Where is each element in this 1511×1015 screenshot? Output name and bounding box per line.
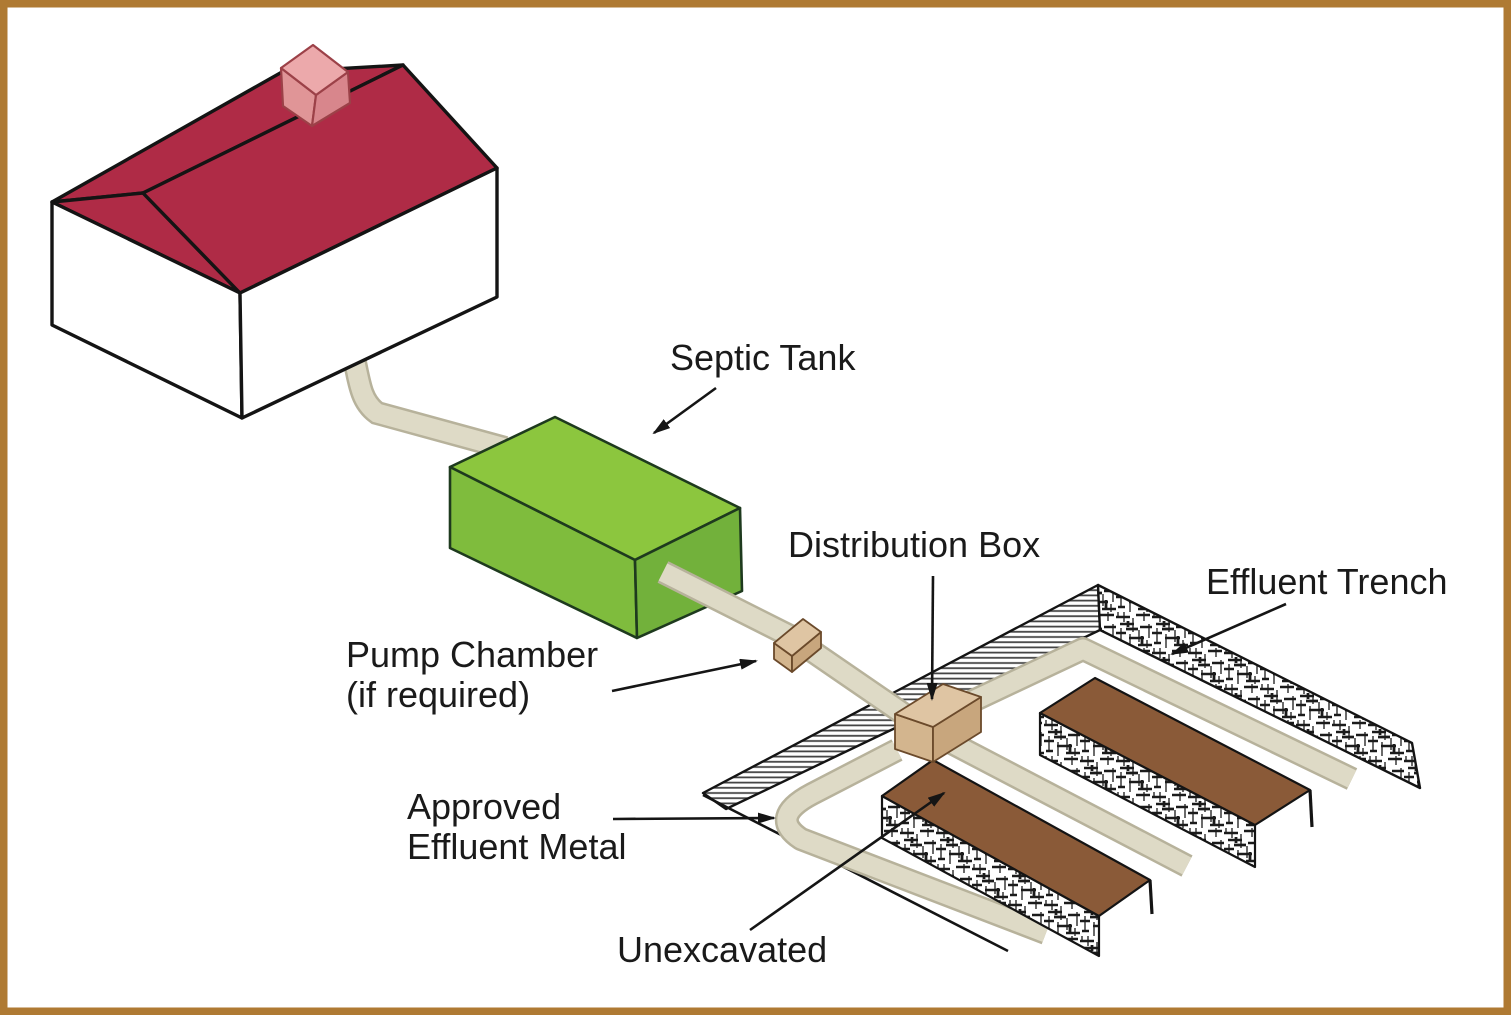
septic-tank-arrow	[652, 386, 717, 435]
pipe-lower-loop-lateral	[774, 739, 1051, 945]
approved-effluent-arrow	[612, 812, 776, 824]
house	[50, 63, 499, 420]
unexcavated-arrow	[749, 791, 946, 932]
unexcavated-mound-lower	[880, 758, 1154, 958]
callout-arrows	[611, 386, 1287, 932]
pump-chamber-box	[773, 618, 822, 673]
excavation-boundary-line	[702, 793, 1009, 953]
pipe-middle-lateral	[936, 727, 1193, 877]
house-chimney	[279, 43, 352, 128]
pipe-house-to-tank	[341, 349, 509, 460]
effluent-trench-band	[1096, 583, 1422, 790]
approved-effluent-label: Approved Effluent Metal	[407, 786, 627, 867]
effluent-trench-label: Effluent Trench	[1206, 561, 1448, 602]
effluent-trench-arrow	[1170, 602, 1287, 656]
septic-tank-label: Septic Tank	[670, 337, 856, 378]
mound-lower-corner-edge	[1148, 879, 1154, 915]
pump-chamber-label: Pump Chamber (if required)	[346, 634, 599, 715]
chimney-top-face	[279, 43, 350, 97]
pump-chamber-top-face	[773, 618, 822, 657]
distribution-box-label: Distribution Box	[788, 524, 1041, 565]
distribution-box-arrow	[926, 575, 938, 701]
unexcavated-mound-upper	[1038, 676, 1314, 869]
septic-tank	[448, 415, 744, 640]
distribution-box	[894, 683, 982, 763]
pipe-upper-lateral	[952, 637, 1358, 790]
mound-upper-corner-edge	[1308, 789, 1314, 828]
unexcavated-label: Unexcavated	[617, 929, 828, 970]
house-wall-right	[238, 166, 499, 420]
pump-chamber-arrow	[611, 658, 758, 693]
